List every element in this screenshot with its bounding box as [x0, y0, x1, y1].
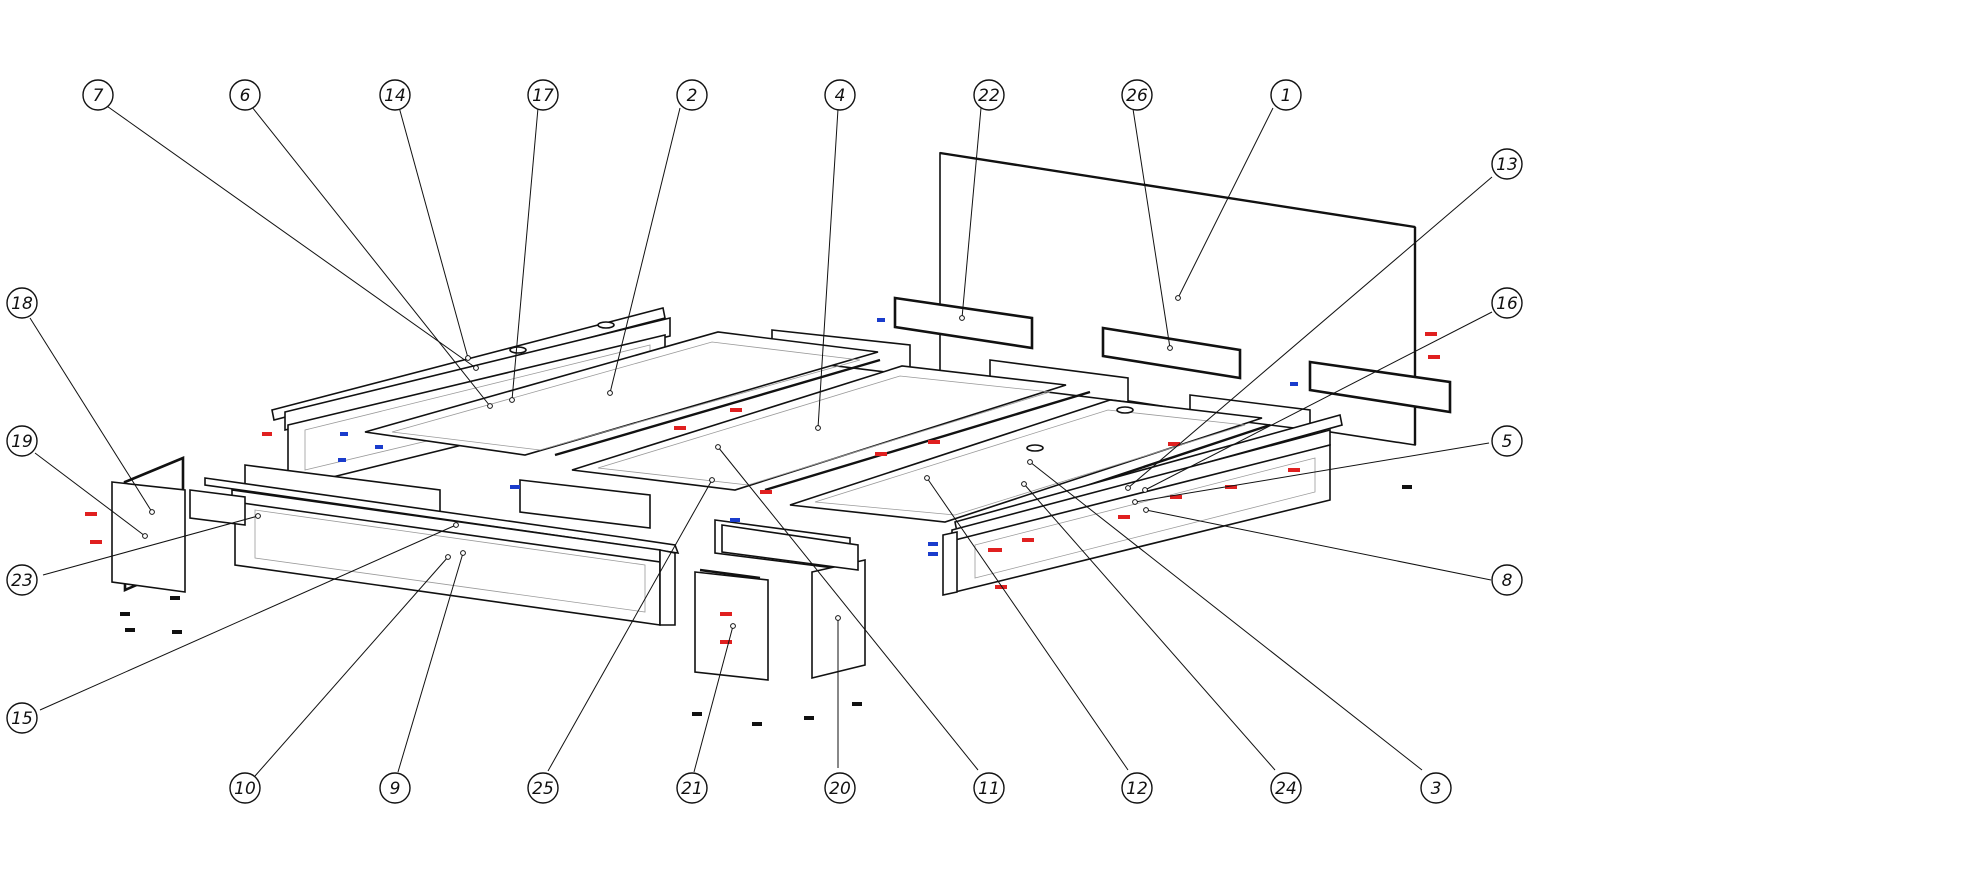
svg-text:5: 5: [1502, 432, 1513, 452]
screw-group: [338, 318, 1298, 556]
part-slat-2: [764, 390, 1091, 492]
leader-5: [1134, 442, 1490, 503]
part-headboard-bracket-left: [893, 296, 1034, 350]
leader-18: [29, 317, 153, 513]
callout-18: 18: [6, 287, 38, 319]
leader-25: [547, 479, 713, 772]
callout-9: 9: [379, 772, 411, 804]
dowel-group: [85, 332, 1440, 644]
leader-9: [397, 552, 464, 773]
leader-3: [1029, 461, 1423, 771]
fastener-group: [120, 485, 1412, 726]
leader-10: [254, 556, 449, 777]
svg-text:7: 7: [93, 86, 104, 106]
part-front-lower-cross-board: [721, 524, 859, 571]
fasteners-layer: [85, 318, 1440, 726]
part-center-cross-board-1: [519, 479, 651, 529]
leader-anchors-layer: [142, 295, 1181, 629]
svg-text:2: 2: [687, 86, 698, 106]
part-footboard-rail: [204, 477, 680, 626]
callout-3: 3: [1420, 772, 1452, 804]
svg-text:14: 14: [384, 86, 406, 106]
callout-22: 22: [973, 79, 1005, 111]
leader-19: [34, 452, 146, 537]
leader-23: [42, 515, 259, 576]
svg-text:22: 22: [978, 86, 1000, 106]
svg-text:18: 18: [11, 294, 33, 314]
svg-text:20: 20: [829, 779, 851, 799]
svg-text:19: 19: [11, 432, 33, 452]
leader-13: [1127, 176, 1493, 489]
callout-11: 11: [973, 772, 1005, 804]
svg-text:1: 1: [1281, 86, 1292, 106]
svg-text:9: 9: [390, 779, 401, 799]
svg-text:12: 12: [1126, 779, 1148, 799]
part-right-side-rail: [942, 406, 1343, 596]
leader-14: [398, 106, 469, 359]
svg-text:24: 24: [1275, 779, 1297, 799]
leader-22: [961, 107, 982, 319]
svg-text:21: 21: [681, 779, 703, 799]
svg-text:17: 17: [532, 86, 554, 106]
leader-6: [251, 106, 491, 407]
leader-24: [1023, 483, 1276, 771]
leader-17: [511, 107, 539, 401]
leader-7: [103, 103, 477, 369]
part-footboard-short-board: [189, 489, 246, 526]
svg-text:11: 11: [978, 779, 1000, 799]
svg-text:10: 10: [234, 779, 256, 799]
callout-16: 16: [1491, 287, 1523, 319]
leader-2: [609, 107, 681, 394]
callout-20: 20: [824, 772, 856, 804]
callout-4: 4: [824, 79, 856, 111]
callout-19: 19: [6, 425, 38, 457]
parts-layer: [111, 151, 1452, 681]
svg-text:26: 26: [1126, 86, 1148, 106]
callout-13: 13: [1491, 148, 1523, 180]
callout-6: 6: [229, 79, 261, 111]
leader-1: [1177, 107, 1274, 299]
part-slat-1: [554, 358, 881, 457]
leader-4: [817, 108, 839, 429]
callout-17: 17: [527, 79, 559, 111]
callout-10: 10: [229, 772, 261, 804]
svg-text:25: 25: [532, 779, 554, 799]
leader-21: [693, 625, 734, 773]
svg-text:23: 23: [11, 571, 33, 591]
leader-15: [39, 524, 457, 711]
part-support-panel-right: [789, 399, 1263, 523]
callout-14: 14: [379, 79, 411, 111]
leader-26: [1132, 108, 1171, 349]
leader-lines-layer: [29, 103, 1493, 777]
callout-23: 23: [6, 564, 38, 596]
leader-8: [1145, 509, 1492, 581]
svg-text:16: 16: [1496, 294, 1518, 314]
svg-text:3: 3: [1431, 779, 1442, 799]
part-end-panel-left: [111, 481, 186, 593]
callout-8: 8: [1491, 564, 1523, 596]
svg-text:15: 15: [11, 709, 33, 729]
callout-15: 15: [6, 702, 38, 734]
part-support-panel-left: [364, 331, 879, 456]
callout-7: 7: [82, 79, 114, 111]
leader-16: [1144, 311, 1493, 491]
svg-text:6: 6: [240, 86, 251, 106]
part-headboard-bracket-right: [1308, 360, 1452, 414]
callout-2: 2: [676, 79, 708, 111]
svg-text:13: 13: [1496, 155, 1518, 175]
part-headboard-bracket-mid: [1101, 326, 1242, 380]
svg-text:4: 4: [835, 86, 846, 106]
callout-5: 5: [1491, 425, 1523, 457]
callout-24: 24: [1270, 772, 1302, 804]
callouts-layer: 7 6 14 17 2 4 22 26 1 13 16 5 8 18 19 23…: [6, 79, 1523, 804]
svg-text:8: 8: [1502, 571, 1513, 591]
leader-11: [717, 446, 979, 771]
callout-25: 25: [527, 772, 559, 804]
callout-12: 12: [1121, 772, 1153, 804]
callout-26: 26: [1121, 79, 1153, 111]
callout-21: 21: [676, 772, 708, 804]
leader-12: [926, 477, 1129, 771]
callout-1: 1: [1270, 79, 1302, 111]
